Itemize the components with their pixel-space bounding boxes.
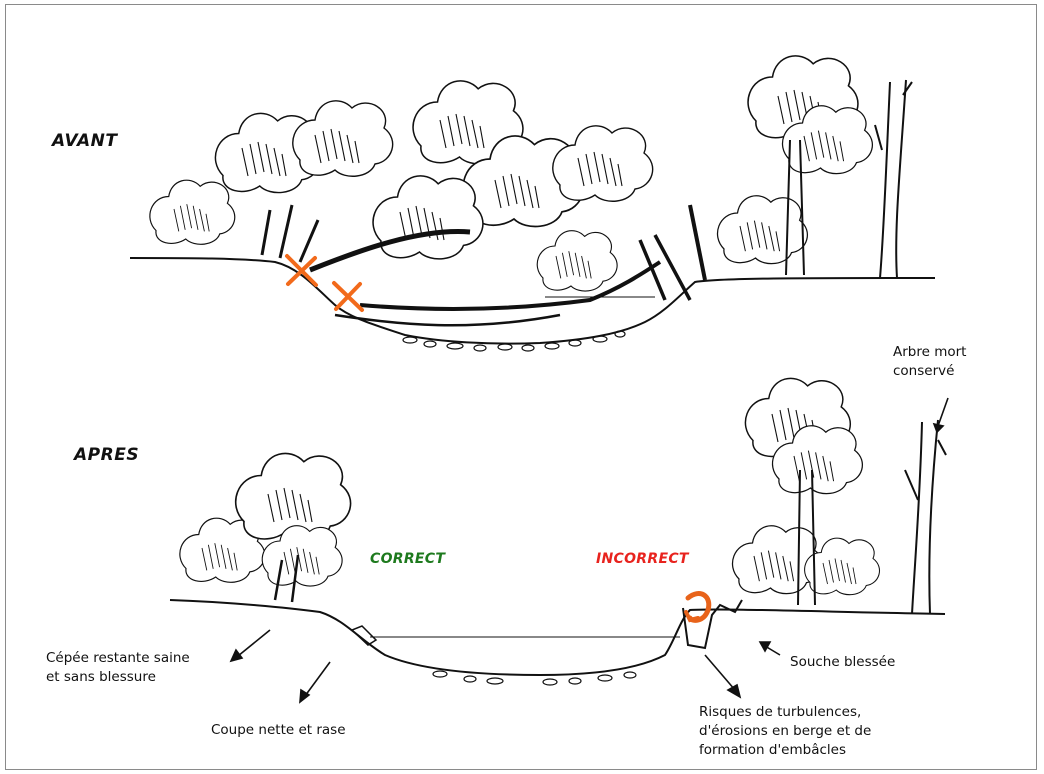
injured-stump-annotation: Souche blessée	[790, 654, 896, 670]
after-dead-tree	[904, 419, 947, 615]
after-heading: APRES	[74, 445, 140, 465]
after-left-coppice	[179, 452, 352, 603]
before-scene	[129, 55, 936, 352]
correct-label: CORRECT	[370, 551, 446, 567]
dead-tree-annotation: Arbre mort conservé	[893, 344, 967, 379]
injured-stump	[682, 599, 743, 650]
clean-cut-stump	[350, 625, 378, 646]
before-canopy	[214, 80, 809, 292]
after-right-trees	[731, 377, 881, 606]
after-riverbed-stones	[432, 670, 637, 686]
cut-mark-1	[285, 254, 318, 287]
before-bank-left	[129, 257, 936, 345]
annotation-arrows	[229, 397, 949, 704]
before-riverbed-stones	[402, 330, 626, 352]
risks-annotation: Risques de turbulences, d'érosions en be…	[699, 704, 872, 758]
before-left-shrub	[149, 179, 236, 245]
coppice-annotation: Cépée restante saine et sans blessure	[46, 650, 190, 685]
before-dead-tree	[874, 79, 913, 279]
turbulence-swirl	[684, 591, 712, 623]
clean-cut-annotation: Coupe nette et rase	[211, 722, 346, 738]
before-tall-tree	[747, 55, 874, 276]
incorrect-label: INCORRECT	[596, 551, 689, 567]
before-heading: AVANT	[52, 131, 118, 151]
after-scene	[169, 377, 949, 704]
before-trunks	[260, 204, 707, 327]
cut-mark-2	[332, 281, 364, 312]
